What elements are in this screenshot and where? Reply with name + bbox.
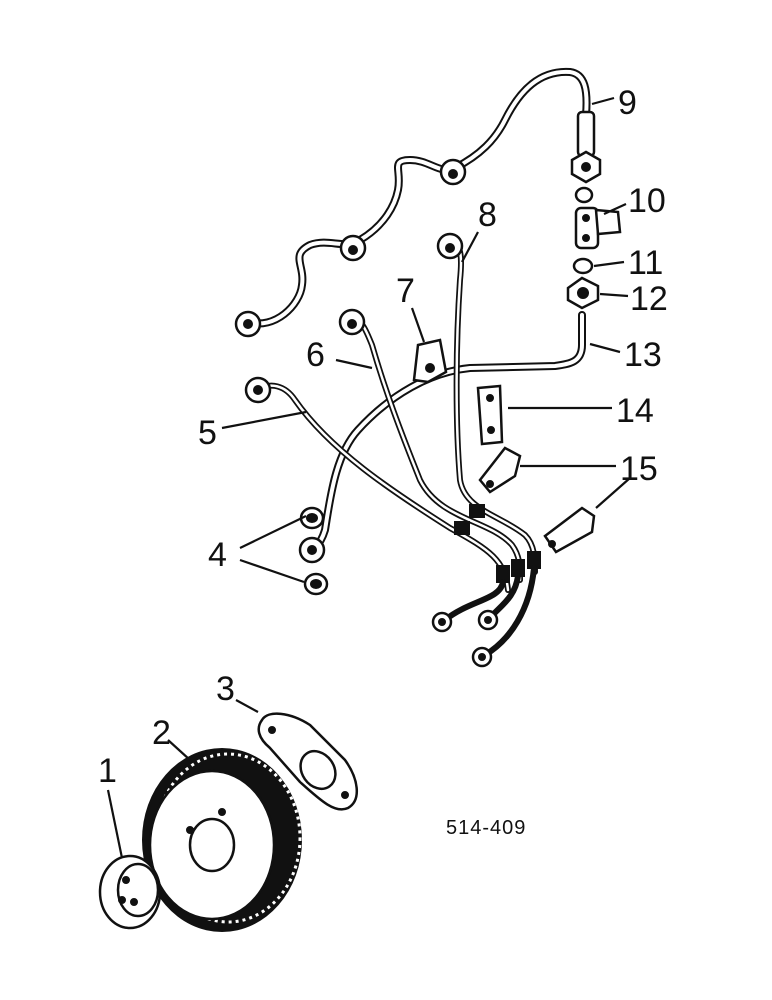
callout-12: 12 (630, 280, 668, 318)
injector-pipes (244, 232, 541, 668)
callout-7: 7 (396, 272, 415, 310)
callout-11: 11 (628, 244, 663, 282)
callout-5: 5 (198, 414, 217, 452)
callout-10: 10 (628, 182, 666, 220)
callout-1: 1 (98, 752, 117, 790)
callout-13: 13 (624, 336, 662, 374)
callout-3: 3 (216, 670, 235, 708)
leader-lines (106, 96, 631, 859)
callout-15: 15 (620, 450, 658, 488)
figure-reference: 514-409 (446, 817, 526, 839)
callout-14: 14 (616, 392, 654, 430)
brackets (478, 446, 596, 554)
gasket (257, 712, 358, 811)
fitting-stack (566, 150, 622, 310)
callout-9: 9 (618, 84, 637, 122)
callout-2: 2 (152, 714, 171, 752)
drive-gear (142, 748, 302, 932)
hub-cap (98, 854, 162, 930)
leak-off-pipe (234, 67, 596, 338)
return-pipe (298, 311, 586, 564)
pipe-clamp (412, 338, 448, 384)
callout-8: 8 (478, 196, 497, 234)
clamp-plate (476, 384, 504, 446)
callout-4: 4 (208, 536, 227, 574)
callout-6: 6 (306, 336, 325, 374)
